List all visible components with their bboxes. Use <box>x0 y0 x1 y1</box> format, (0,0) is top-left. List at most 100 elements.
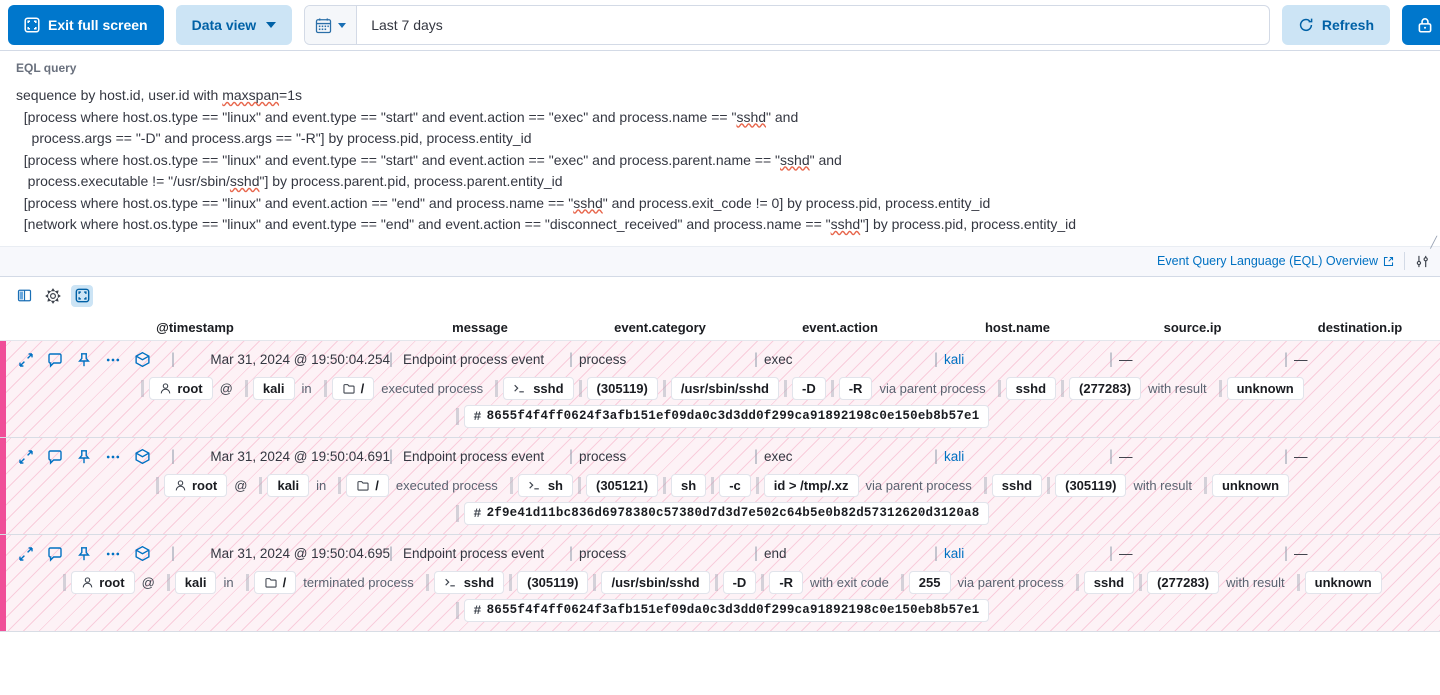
gear-icon[interactable] <box>42 285 64 307</box>
data-view-button[interactable]: Data view <box>175 5 293 45</box>
cell-timestamp[interactable]: Mar 31, 2024 @ 19:50:04.254 <box>172 352 390 367</box>
working-dir-chip[interactable]: / <box>253 570 297 594</box>
executable-chip[interactable]: /usr/sbin/sshd <box>670 376 779 400</box>
exit-code-chip[interactable]: 255 <box>908 570 951 594</box>
process-pid-chip[interactable]: (305119) <box>517 570 589 594</box>
comment-icon[interactable] <box>47 352 63 368</box>
parent-process-pid-chip[interactable]: (277283) <box>1147 570 1220 594</box>
cell-event-action[interactable]: exec <box>755 449 935 464</box>
lock-button[interactable] <box>1402 5 1440 45</box>
working-dir-chip[interactable]: / <box>331 376 375 400</box>
process-hash-chip[interactable]: #8655f4f4ff0624f3afb151ef09da0c3d3dd0f29… <box>463 598 990 622</box>
cell-destination-ip[interactable]: — <box>1285 352 1435 367</box>
more-actions-icon[interactable] <box>105 352 121 368</box>
column-header-event-category[interactable]: event.category <box>614 319 706 335</box>
cell-host-name[interactable]: kali <box>935 352 1110 367</box>
cell-event-category[interactable]: process <box>570 546 755 561</box>
cell-event-category[interactable]: process <box>570 352 755 367</box>
executable-chip[interactable]: sh <box>671 473 707 497</box>
process-hash-chip[interactable]: #2f9e41d11bc836d6978380c57380d7d3d7e502c… <box>463 501 990 525</box>
analyzer-icon[interactable] <box>134 448 151 465</box>
column-header-host-name[interactable]: host.name <box>984 319 1050 335</box>
exit-full-screen-button[interactable]: Exit full screen <box>8 5 164 45</box>
cell-destination-ip[interactable]: — <box>1285 449 1435 464</box>
column-header-timestamp[interactable]: @timestamp <box>156 319 234 335</box>
refresh-button[interactable]: Refresh <box>1281 5 1390 45</box>
cell-event-action[interactable]: end <box>755 546 935 561</box>
parent-process-name-chip[interactable]: sshd <box>991 473 1043 497</box>
process-pid-chip[interactable]: (305119) <box>586 376 658 400</box>
process-pid-chip[interactable]: (305121) <box>585 473 659 497</box>
user-chip[interactable]: root <box>163 473 228 497</box>
hostname-chip[interactable]: kali <box>267 473 310 497</box>
fullscreen-icon[interactable] <box>71 284 93 307</box>
cell-message[interactable]: Endpoint process event <box>390 352 570 367</box>
cell-event-action[interactable]: exec <box>755 352 935 367</box>
field-separator <box>63 573 67 591</box>
eql-query-editor[interactable]: sequence by host.id, user.id with maxspa… <box>16 87 1077 232</box>
cell-source-ip[interactable]: — <box>1110 449 1285 464</box>
more-actions-icon[interactable] <box>105 546 121 562</box>
process-name-chip[interactable]: sshd <box>433 570 505 594</box>
more-actions-icon[interactable] <box>105 449 121 465</box>
working-dir-chip[interactable]: / <box>346 473 389 497</box>
process-arg-chip-0[interactable]: -D <box>792 376 826 400</box>
process-arg-chip-0[interactable]: -D <box>722 570 757 594</box>
executable-chip[interactable]: /usr/sbin/sshd <box>601 570 710 594</box>
cell-message[interactable]: Endpoint process event <box>390 546 570 561</box>
process-arg-chip-1[interactable]: -R <box>838 376 873 400</box>
comment-icon[interactable] <box>47 449 63 465</box>
user-chip[interactable]: root <box>149 376 213 400</box>
process-hash-chip[interactable]: #8655f4f4ff0624f3afb151ef09da0c3d3dd0f29… <box>463 404 990 428</box>
expand-icon[interactable] <box>18 546 34 562</box>
columns-icon[interactable] <box>13 285 35 307</box>
parent-process-name-chip[interactable]: sshd <box>1005 376 1057 400</box>
parent-process-name-chip[interactable]: sshd <box>1083 570 1135 594</box>
process-name-chip[interactable]: sshd <box>503 376 574 400</box>
pin-icon[interactable] <box>76 546 92 562</box>
cell-timestamp[interactable]: Mar 31, 2024 @ 19:50:04.691 <box>172 449 390 464</box>
process-arg-chip-1[interactable]: id > /tmp/.xz <box>763 473 859 497</box>
cell-message[interactable]: Endpoint process event <box>390 449 570 464</box>
expand-icon[interactable] <box>18 352 34 368</box>
analyzer-icon[interactable] <box>134 351 151 368</box>
hostname-chip[interactable]: kali <box>252 376 295 400</box>
cell-host-name[interactable]: kali <box>935 546 1110 561</box>
result-chip[interactable]: unknown <box>1304 570 1382 594</box>
process-arg-chip-0[interactable]: -c <box>719 473 751 497</box>
field-separator <box>338 476 342 494</box>
hostname-chip[interactable]: kali <box>174 570 217 594</box>
parent-process-pid-chip[interactable]: (305119) <box>1055 473 1127 497</box>
comment-icon[interactable] <box>47 546 63 562</box>
date-range-value[interactable]: Last 7 days <box>371 17 443 33</box>
column-header-message[interactable]: message <box>452 319 508 335</box>
expand-icon[interactable] <box>18 449 34 465</box>
result-chip[interactable]: unknown <box>1226 376 1304 400</box>
eql-overview-link[interactable]: Event Query Language (EQL) Overview <box>1157 254 1394 268</box>
result-chip[interactable]: unknown <box>1211 473 1290 497</box>
date-range-picker[interactable]: Last 7 days <box>304 5 1270 45</box>
cell-host-name[interactable]: kali <box>935 449 1110 464</box>
cell-event-category[interactable]: process <box>570 449 755 464</box>
analyzer-icon[interactable] <box>134 545 151 562</box>
eql-settings-icon[interactable] <box>1415 254 1430 269</box>
resize-grip-icon[interactable]: ╱ <box>1430 236 1437 249</box>
process-name-chip[interactable]: sh <box>517 473 573 497</box>
parent-process-pid-chip[interactable]: (277283) <box>1069 376 1142 400</box>
pin-icon[interactable] <box>76 449 92 465</box>
column-header-source-ip[interactable]: source.ip <box>1163 319 1222 335</box>
user-chip[interactable]: root <box>71 570 135 594</box>
column-header-destination-ip[interactable]: destination.ip <box>1317 319 1403 335</box>
process-arg-chip-1[interactable]: -R <box>769 570 804 594</box>
pin-icon[interactable] <box>76 352 92 368</box>
cell-source-ip[interactable]: — <box>1110 546 1285 561</box>
date-quick-select-button[interactable] <box>305 6 358 44</box>
cell-source-ip[interactable]: — <box>1110 352 1285 367</box>
at-symbol: @ <box>141 574 155 590</box>
column-header-event-action[interactable]: event.action <box>802 319 878 335</box>
cell-timestamp[interactable]: Mar 31, 2024 @ 19:50:04.695 <box>172 546 390 561</box>
cell-destination-ip[interactable]: — <box>1285 546 1435 561</box>
